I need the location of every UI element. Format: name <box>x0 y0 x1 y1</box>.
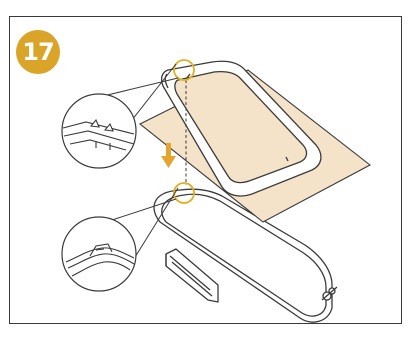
magnified-detail-top <box>62 94 136 168</box>
magnified-detail-bottom <box>62 217 136 291</box>
highlight-circle-bottom <box>174 183 194 203</box>
hoop-outer-frame <box>154 189 337 322</box>
